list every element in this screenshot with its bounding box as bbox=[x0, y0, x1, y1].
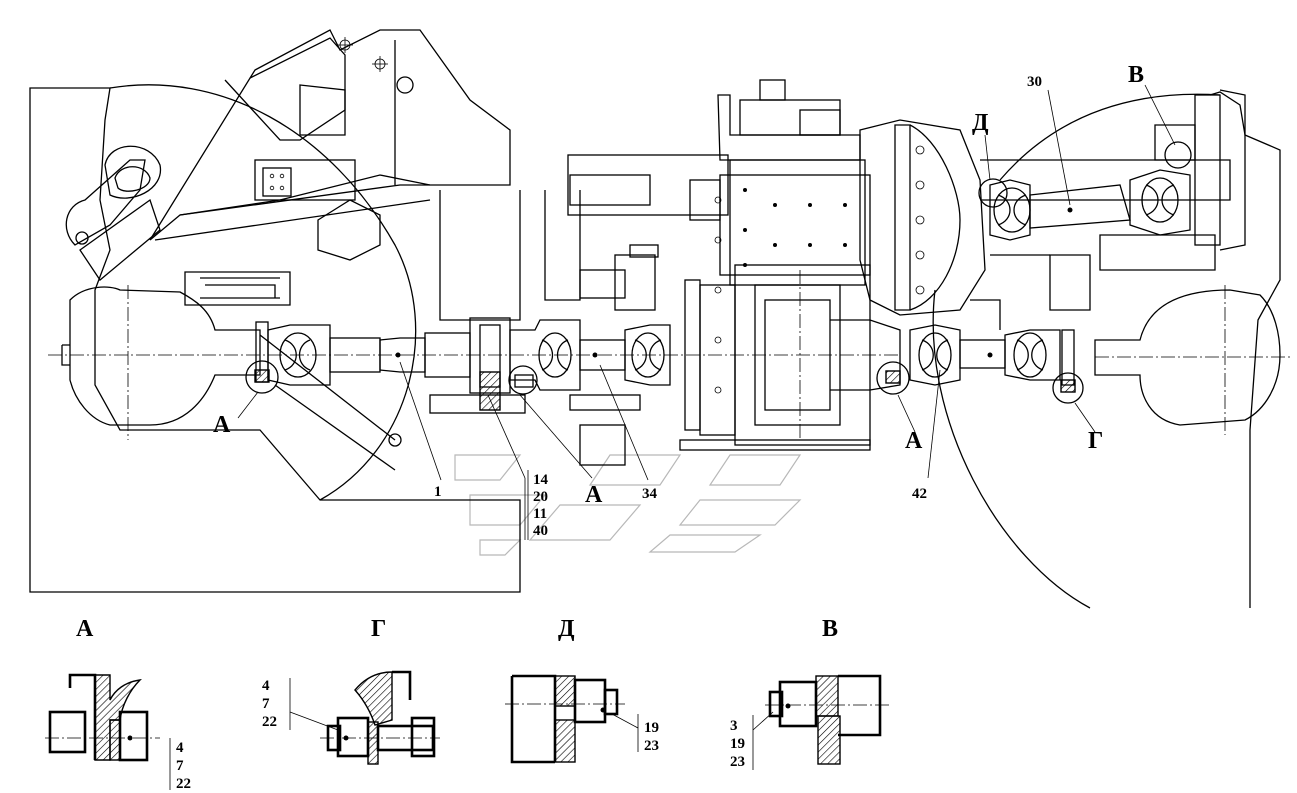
leader-lines bbox=[237, 84, 1176, 540]
part-number-30: 30 bbox=[1027, 74, 1042, 90]
detail-title-D: Д bbox=[558, 616, 575, 642]
stack-ref-4: 40 bbox=[533, 523, 548, 539]
detail-view-A: А 4 7 22 bbox=[45, 616, 191, 792]
transmission-block bbox=[429, 79, 986, 466]
detail-V-ref-3: 23 bbox=[730, 754, 745, 770]
detail-view-V: В 3 19 23 bbox=[730, 616, 890, 770]
detail-circle-A-right bbox=[876, 361, 910, 395]
part-number-1: 1 bbox=[434, 484, 442, 500]
detail-circle-D bbox=[978, 178, 1008, 208]
left-driveshaft bbox=[255, 317, 671, 411]
callout-G: Г bbox=[1088, 428, 1103, 454]
callout-A-left: А bbox=[213, 412, 231, 438]
right-wheel-outline bbox=[932, 289, 1091, 609]
detail-circle-A-left bbox=[245, 360, 279, 394]
detail-G-ref-1: 4 bbox=[262, 678, 270, 694]
detail-V-ref-2: 19 bbox=[730, 736, 745, 752]
upper-right-driveshaft bbox=[989, 89, 1246, 251]
detail-circle-A-mid bbox=[508, 365, 538, 395]
right-axle-housing bbox=[1094, 289, 1281, 426]
detail-title-G: Г bbox=[371, 616, 386, 642]
detail-A-ref-1: 4 bbox=[176, 740, 184, 756]
stack-ref-3: 11 bbox=[533, 506, 547, 522]
detail-G-ref-2: 7 bbox=[262, 696, 270, 712]
detail-D-ref-1: 19 bbox=[644, 720, 659, 736]
callout-A-mid: А bbox=[585, 482, 603, 508]
part-number-34: 34 bbox=[642, 486, 658, 502]
watermark-logo bbox=[454, 454, 802, 556]
main-view: А А А Г Д В 1 30 34 42 14 20 11 40 bbox=[29, 29, 1290, 609]
detail-title-V: В bbox=[822, 616, 838, 642]
left-axle-housing bbox=[69, 286, 261, 426]
left-wheel-outline bbox=[109, 84, 417, 501]
detail-view-G: Г 4 7 22 bbox=[262, 616, 440, 765]
frame-left bbox=[29, 87, 521, 593]
detail-D-ref-2: 23 bbox=[644, 738, 659, 754]
part-number-42: 42 bbox=[912, 486, 927, 502]
detail-circle-G bbox=[1052, 372, 1084, 404]
stack-ref-1: 14 bbox=[533, 472, 549, 488]
detail-V-ref-1: 3 bbox=[730, 718, 738, 734]
detail-view-D: Д 19 23 bbox=[505, 616, 659, 764]
detail-title-A: А bbox=[76, 616, 94, 642]
callout-D: Д bbox=[972, 110, 989, 136]
detail-A-ref-3: 22 bbox=[176, 776, 191, 792]
detail-circle-V bbox=[1164, 141, 1192, 169]
callout-V: В bbox=[1128, 62, 1144, 88]
right-driveshaft bbox=[909, 324, 1075, 386]
callout-A-right: А bbox=[905, 428, 923, 454]
stack-ref-2: 20 bbox=[533, 489, 548, 505]
detail-A-ref-2: 7 bbox=[176, 758, 184, 774]
detail-G-ref-3: 22 bbox=[262, 714, 277, 730]
